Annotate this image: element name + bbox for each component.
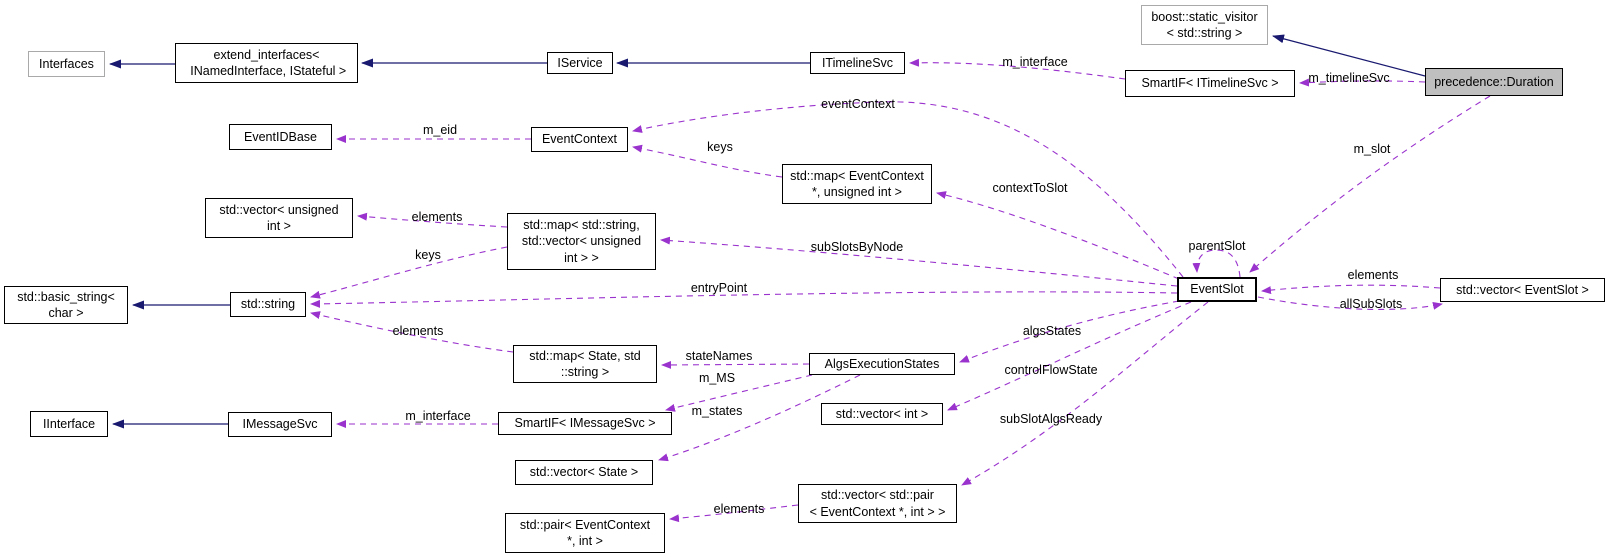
edge-m-states (658, 374, 861, 462)
edge-label-entrypoint: entryPoint (690, 281, 748, 295)
edge-m-ms (665, 374, 813, 412)
node-iservice[interactable]: IService (547, 52, 613, 74)
edge-label-m-timelinesvc: m_timelineSvc (1308, 71, 1390, 85)
edge-entrypoint (310, 291, 1178, 308)
edge-elements-vec-uint (357, 212, 508, 228)
edge-label-allsubslots: allSubSlots (1339, 297, 1403, 311)
node-std-string[interactable]: std::string (230, 292, 306, 317)
node-smartif-imessagesvc[interactable]: SmartIF< IMessageSvc > (498, 412, 672, 435)
edge-contexttoslot (936, 191, 1180, 280)
edge-elements-eventslot (1261, 284, 1441, 295)
node-iinterface[interactable]: IInterface (30, 411, 108, 437)
node-boost-static-visitor[interactable]: boost::static_visitor < std::string > (1141, 5, 1268, 45)
edge-label-eventcontext: eventContext (821, 97, 895, 111)
edge-label-subslotalgsready: subSlotAlgsReady (999, 412, 1103, 426)
edge-label-statenames: stateNames (685, 349, 753, 363)
edge-algsstates (959, 300, 1180, 363)
node-eventidbase[interactable]: EventIDBase (229, 124, 332, 150)
edge-parentslot (1192, 249, 1241, 278)
edge-controlflowstate (947, 301, 1192, 411)
node-eventcontext[interactable]: EventContext (531, 127, 628, 152)
edge-label-algsstates: algsStates (1022, 324, 1082, 338)
edge-label-elements-eventslot: elements (1347, 268, 1399, 282)
edge-allsubslots (1257, 296, 1443, 310)
edge-label-elements-vec-uint: elements (411, 210, 463, 224)
edge-label-parentslot: parentSlot (1188, 239, 1246, 253)
edge-subslotalgsready (961, 301, 1209, 486)
edge-keys-lower (310, 246, 508, 299)
edge-m-timelinesvc (1299, 78, 1426, 87)
edge-elements-string (310, 311, 514, 353)
edge-subslotsbynode (660, 236, 1178, 287)
edge-label-controlflowstate: controlFlowState (1004, 363, 1098, 377)
node-interfaces[interactable]: Interfaces (28, 51, 105, 77)
edge-duration-to-boostvisitor (1272, 34, 1426, 77)
edge-elements-pair (669, 504, 799, 523)
node-map-string-vector[interactable]: std::map< std::string, std::vector< unsi… (507, 213, 656, 270)
node-algsexecutionstates[interactable]: AlgsExecutionStates (809, 353, 955, 375)
node-extend-interfaces[interactable]: extend_interfaces< INamedInterface, ISta… (175, 43, 358, 83)
node-vector-pair[interactable]: std::vector< std::pair < EventContext *,… (798, 484, 957, 523)
edge-m-interface-top (909, 58, 1126, 80)
edge-label-m-interface-top: m_interface (1002, 55, 1068, 69)
edge-label-subslotsbynode: subSlotsByNode (810, 240, 904, 254)
node-vector-int[interactable]: std::vector< int > (821, 403, 943, 425)
edge-label-contexttoslot: contextToSlot (992, 181, 1068, 195)
node-vector-unsigned-int[interactable]: std::vector< unsigned int > (205, 198, 353, 238)
node-vector-state[interactable]: std::vector< State > (515, 460, 653, 485)
node-itimelinesvc[interactable]: ITimelineSvc (810, 52, 905, 74)
node-imessagesvc[interactable]: IMessageSvc (228, 412, 332, 437)
node-smartif-itimelinesvc[interactable]: SmartIF< ITimelineSvc > (1125, 70, 1295, 97)
edge-label-m-slot: m_slot (1353, 142, 1391, 156)
edge-label-keys-lower: keys (415, 248, 441, 262)
node-eventslot[interactable]: EventSlot (1177, 277, 1257, 302)
edge-m-slot (1249, 95, 1491, 273)
node-basic-string-char[interactable]: std::basic_string< char > (4, 286, 128, 324)
edge-label-m-interface-bottom: m_interface (405, 409, 471, 423)
node-map-eventcontext-uint[interactable]: std::map< EventContext *, unsigned int > (782, 164, 932, 204)
edge-label-m-eid: m_eid (422, 123, 458, 137)
edge-keys-upper (632, 144, 783, 178)
edge-label-m-ms: m_MS (698, 371, 736, 385)
edge-statenames (661, 360, 810, 369)
edge-label-m-states: m_states (691, 404, 743, 418)
edge-label-keys-upper: keys (707, 140, 733, 154)
node-map-state-string[interactable]: std::map< State, std ::string > (513, 345, 657, 383)
edge-eventcontext (632, 101, 1184, 278)
node-vector-eventslot[interactable]: std::vector< EventSlot > (1440, 278, 1605, 302)
node-pair-eventcontext-int[interactable]: std::pair< EventContext *, int > (505, 513, 665, 553)
edge-label-elements-pair: elements (713, 502, 765, 516)
node-precedence-duration[interactable]: precedence::Duration (1425, 68, 1563, 96)
edge-label-elements-string: elements (392, 324, 444, 338)
